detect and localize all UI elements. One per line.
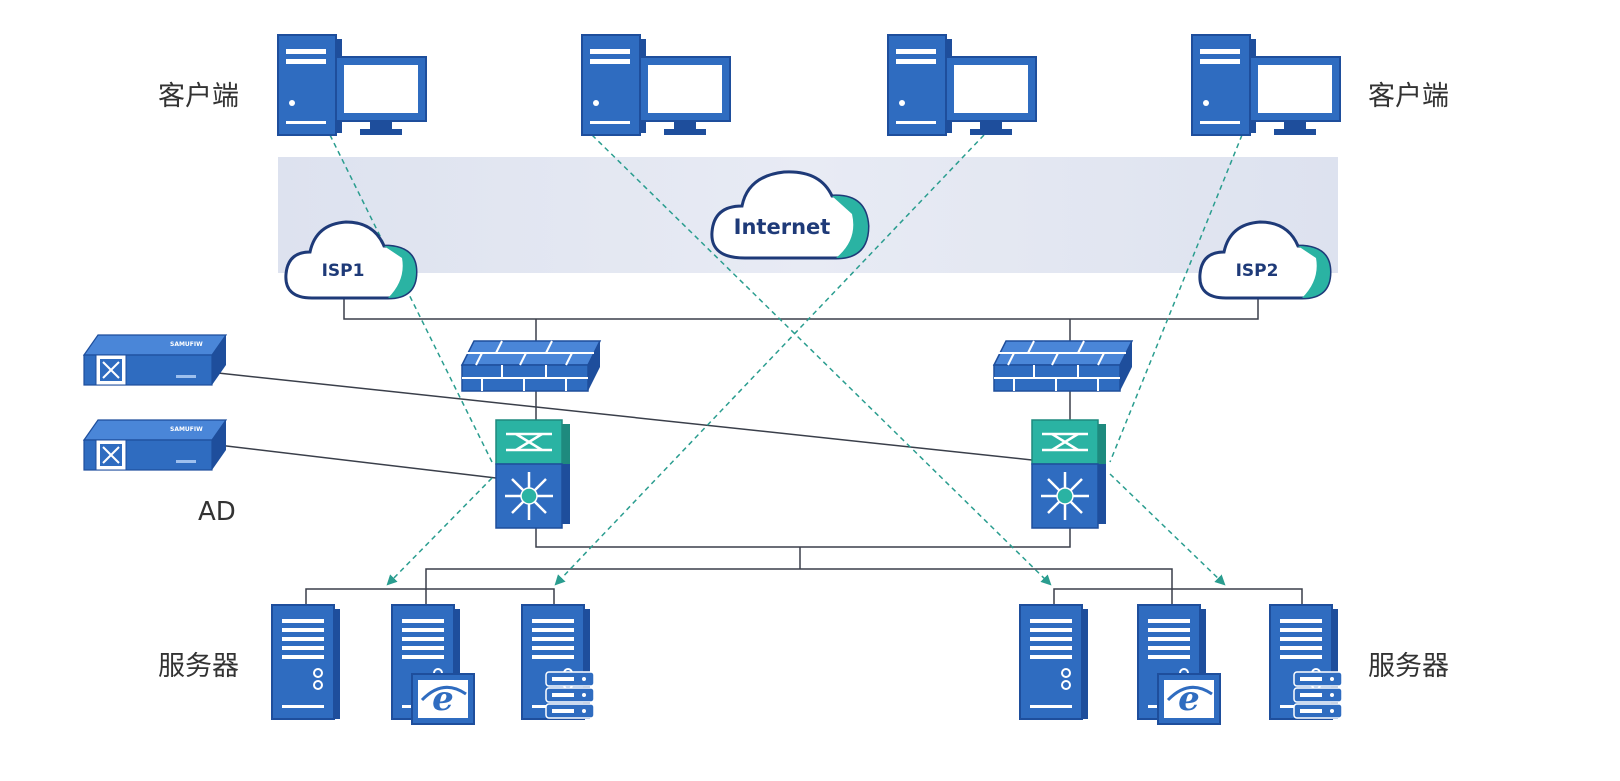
ad-appliance-2: SAMUFIW xyxy=(83,419,227,471)
ad-appliance-1-brand: SAMUFIW xyxy=(170,341,203,348)
server-1 xyxy=(271,604,341,720)
isp1-cloud-label: ISP1 xyxy=(322,261,365,281)
internet-cloud: Internet xyxy=(710,170,870,260)
core-switch-right xyxy=(1030,418,1108,530)
wired-links xyxy=(217,298,1303,605)
firewall-left xyxy=(461,340,601,392)
web-server-2 xyxy=(1137,604,1222,726)
storage-server-1 xyxy=(521,604,595,720)
server-label-right: 服务器 xyxy=(1368,651,1449,682)
client-computer-4 xyxy=(1191,34,1341,136)
web-server-1 xyxy=(391,604,476,726)
client-label-left: 客户端 xyxy=(158,81,239,112)
isp1-cloud: ISP1 xyxy=(284,220,418,300)
storage-server-2 xyxy=(1269,604,1343,720)
ad-appliance-1: SAMUFIW xyxy=(83,334,227,386)
ad-label: AD xyxy=(198,497,236,527)
server-2 xyxy=(1019,604,1089,720)
server-label-left: 服务器 xyxy=(158,651,239,682)
traffic-paths xyxy=(329,134,1243,586)
firewall-right xyxy=(993,340,1133,392)
client-computer-1 xyxy=(277,34,427,136)
isp2-cloud: ISP2 xyxy=(1198,220,1332,300)
client-label-right: 客户端 xyxy=(1368,81,1449,112)
client-computer-3 xyxy=(887,34,1037,136)
core-switch-left xyxy=(494,418,572,530)
internet-cloud-label: Internet xyxy=(734,215,831,239)
ad-appliance-2-brand: SAMUFIW xyxy=(170,426,203,433)
client-computer-2 xyxy=(581,34,731,136)
isp2-cloud-label: ISP2 xyxy=(1236,261,1279,281)
